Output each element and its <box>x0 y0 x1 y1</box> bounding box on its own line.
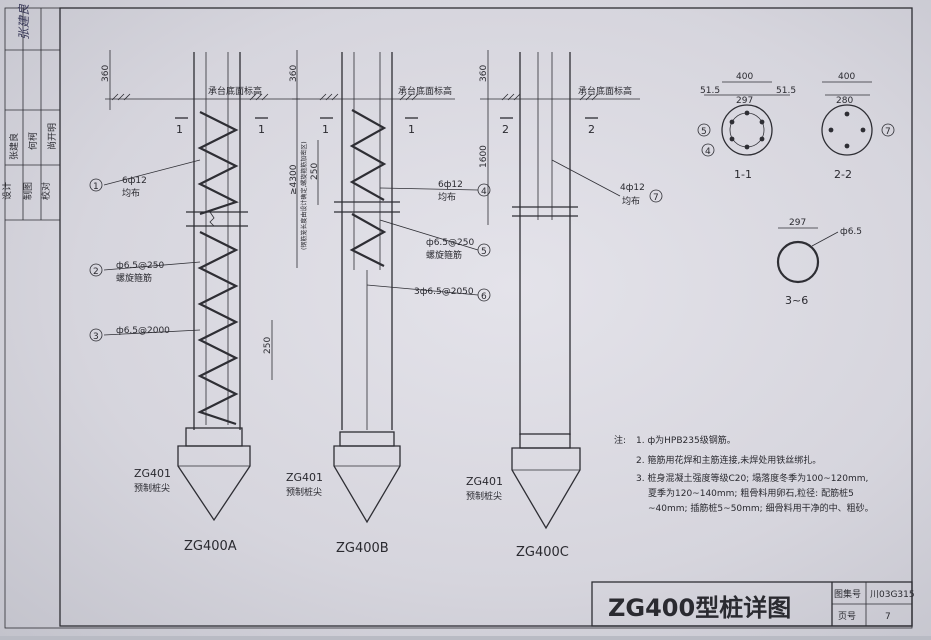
atlas-no: 川03G315 <box>870 590 915 600</box>
pile-c: 360 1600 承台底面标高 2 2 <box>479 50 640 530</box>
dim-4300-b: ≥4300 <box>289 164 299 195</box>
rebar-c7: 4ф12 <box>620 183 645 193</box>
mark-3 <box>89 328 103 342</box>
cap-label-b: 承台底面标高 <box>398 85 452 97</box>
section-title-3-6: 3~6 <box>785 294 808 307</box>
note-2: 2. 箍筋用花焊和主筋连接,未焊处用铁丝绑扎。 <box>636 454 821 466</box>
handwritten-signature: 张建良 <box>17 3 31 40</box>
dim-297-a: 297 <box>736 96 753 106</box>
note-3c: ~40mm; 插筋桩5~50mm; 细骨料用干净的中、粗砂。 <box>648 502 874 514</box>
sec11-mark-5: 5 <box>701 127 707 137</box>
rebar-b5: ф6.5@250 <box>426 238 474 248</box>
note-3b: 夏季为120~140mm; 粗骨料用卵石,粒径: 配筋桩5 <box>648 487 854 499</box>
ring-bar-label: ф6.5 <box>840 227 862 237</box>
section-1-1: 400 297 51.5 51.5 5 4 1-1 <box>697 72 796 181</box>
mark-4 <box>477 183 491 197</box>
b-vertical-note: (钢筋笼长度由设计确定,螺旋箍筋加密区) <box>300 141 308 250</box>
mark-5 <box>477 243 491 257</box>
dim-515-b: 51.5 <box>776 86 796 96</box>
dim-250-b: 250 <box>310 163 320 180</box>
sign-role-3: 校对 <box>40 182 52 200</box>
dim-1600-c: 1600 <box>479 145 489 168</box>
pile-b: 360 ≥4300 (钢筋笼长度由设计确定,螺旋箍筋加密区) 250 承台底面标… <box>289 50 479 524</box>
page-no: 7 <box>885 612 891 622</box>
mark-7 <box>649 189 663 203</box>
sec-mark-a-right: 1 <box>258 123 265 136</box>
sec11-mark-4: 4 <box>705 147 711 157</box>
sign-name-2: 何柯 <box>27 132 39 150</box>
note-1: 1. ф为HPB235级钢筋。 <box>636 434 736 446</box>
rebar-a1: 6ф12 <box>122 176 147 186</box>
mark-4-num: 4 <box>481 187 487 197</box>
rebar-a2b: 螺旋箍筋 <box>116 272 152 284</box>
sec-mark-b-right: 1 <box>408 123 415 136</box>
ring-3-6: 297 ф6.5 3~6 <box>776 218 862 307</box>
tip-code-c: ZG401 <box>466 475 503 488</box>
dim-360-a: 360 <box>101 65 111 82</box>
drawing-title: ZG400型桩详图 <box>608 594 791 622</box>
sign-role-1: 设计 <box>1 182 13 200</box>
dim-297-b: 297 <box>789 218 806 228</box>
rebar-b5b: 螺旋箍筋 <box>426 249 462 261</box>
atlas-label: 图集号 <box>834 588 861 600</box>
dim-360-b: 360 <box>289 65 299 82</box>
mark-1-num: 1 <box>93 182 99 192</box>
dim-280: 280 <box>836 96 853 106</box>
dim-360-c: 360 <box>479 65 489 82</box>
cap-label-c: 承台底面标高 <box>578 85 632 97</box>
dim-250-a: 250 <box>263 337 273 354</box>
mark-6 <box>477 288 491 302</box>
sign-name-1: 张建良 <box>8 133 20 160</box>
sign-name-3: 尚开明 <box>46 123 58 150</box>
tip-code-a: ZG401 <box>134 467 171 480</box>
rebar-a1b: 均布 <box>122 187 140 199</box>
notes-head: 注: <box>614 434 626 446</box>
mark-7-num: 7 <box>653 193 659 203</box>
tip-label-a: 预制桩尖 <box>134 482 170 494</box>
sec-mark-a-left: 1 <box>176 123 183 136</box>
notes-block: 注: 1. ф为HPB235级钢筋。 2. 箍筋用花焊和主筋连接,未焊处用铁丝绑… <box>614 434 874 514</box>
sec-mark-c-right: 2 <box>588 123 595 136</box>
sign-column: 设计 张建良 制图 何柯 校对 尚开明 张建良 <box>1 3 60 221</box>
sign-role-2: 制图 <box>22 182 34 200</box>
rebar-a2: ф6.5@250 <box>116 261 164 271</box>
page-label: 页号 <box>838 611 856 622</box>
pile-name-a: ZG400A <box>184 539 237 554</box>
dim-400-b: 400 <box>838 72 855 82</box>
tip-code-b: ZG401 <box>286 471 323 484</box>
tip-label-c: 预制桩尖 <box>466 490 502 502</box>
section-2-2: 400 280 7 2-2 <box>821 72 895 181</box>
dim-515-a: 51.5 <box>700 86 720 96</box>
frame-border <box>59 7 913 627</box>
sec22-mark-7: 7 <box>885 127 891 137</box>
cap-label-a: 承台底面标高 <box>208 85 262 97</box>
rebar-b4: 6ф12 <box>438 180 463 190</box>
section-title-2-2: 2-2 <box>834 168 852 181</box>
tip-label-b: 预制桩尖 <box>286 486 322 498</box>
mark-3-num: 3 <box>93 332 99 342</box>
rebar-b6: 3ф6.5@2050 <box>414 287 474 297</box>
title-block: ZG400型桩详图 图集号 川03G315 页号 7 <box>591 581 915 627</box>
section-title-1-1: 1-1 <box>734 168 752 181</box>
pile-name-c: ZG400C <box>516 545 569 560</box>
mark-5-num: 5 <box>481 247 487 257</box>
sheet-edge <box>4 7 913 629</box>
dim-400-a: 400 <box>736 72 753 82</box>
sec-mark-b-left: 1 <box>322 123 329 136</box>
rebar-c7b: 均布 <box>622 195 640 207</box>
mark-6-num: 6 <box>481 292 487 302</box>
mark-2-num: 2 <box>93 267 99 277</box>
mark-1 <box>89 178 103 192</box>
mark-2 <box>89 263 103 277</box>
note-3: 3. 桩身混凝土强度等级C20; 塌落度冬季为100~120mm, <box>636 472 868 484</box>
rebar-b4b: 均布 <box>438 191 456 203</box>
pile-name-b: ZG400B <box>336 541 389 556</box>
sec-mark-c-left: 2 <box>502 123 509 136</box>
pile-a: 360 承台底面标高 1 1 250 <box>101 50 300 522</box>
rebar-a3: ф6.5@2000 <box>116 326 170 336</box>
